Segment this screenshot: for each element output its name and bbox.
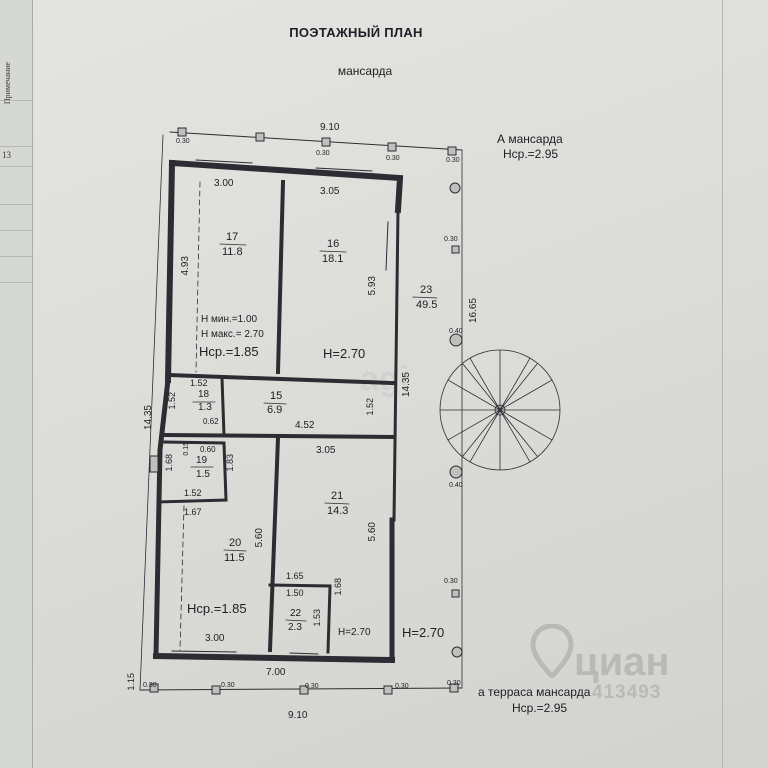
page-title: ПОЭТАЖНЫЙ ПЛАН [289,25,423,40]
dim-left-length: 14.35 [143,405,154,431]
dim-r20-length: 5.60 [254,528,265,548]
dim-door-0-62: 0.62 [203,417,219,426]
dim-r21-width: 3.05 [316,445,336,456]
room-16-height: Н=2.70 [323,346,366,361]
room-15-number: 15 [270,390,283,402]
room-22-number: 22 [290,608,302,619]
dim-r22-length-inner: 1.53 [312,609,322,627]
post-offset-label: 0.30 [176,138,190,145]
dim-door-0-60: 0.60 [200,445,216,454]
room-17-height-max: Н макс.= 2.70 [201,329,264,340]
room-17-height-avg: Нср.=1.85 [199,344,259,359]
terrace-height: Нср.=2.95 [512,701,568,715]
dim-r19-length-left: 1.68 [164,454,174,472]
previous-sheet-edge: Примечание 13 [0,0,33,768]
room-16-area: 18.1 [322,253,344,265]
watermark-listing-id: 413493 [592,682,662,703]
post-offset-label: 0.30 [316,150,330,157]
watermark-brand: циан [574,640,670,684]
dim-offset: 1.15 [126,673,136,691]
post-offset-label: 0.30 [305,683,319,690]
room-15-area: 6.9 [267,404,283,416]
dim-r22-length-right: 1.68 [333,578,343,596]
dim-r21-length: 5.60 [367,522,378,542]
post-offset-label: 0.30 [444,578,458,585]
dim-r19-length-right: 1.83 [225,454,235,472]
dim-r15-length: 1.52 [365,398,375,416]
room-17-number: 17 [226,231,239,243]
attic-label: А мансарда [497,132,563,146]
dim-r16-width: 3.05 [320,186,340,197]
room-23-area: 49.5 [416,299,438,311]
room-20-height-avg: Нср.=1.85 [187,601,247,616]
dim-wall-0-15: 0.15 [183,442,190,456]
room-19-area: 1.5 [196,469,210,480]
dim-r20-bottom: 3.00 [205,633,225,644]
page-subtitle: мансарда [337,64,393,78]
next-sheet-edge [722,0,768,768]
dim-terrace-length: 16.65 [468,298,479,324]
post-offset-label: 0.30 [143,682,157,689]
margin-page-number: 13 [2,150,11,160]
dim-right-length: 14.35 [401,372,412,398]
post-offset-label: 0.30 [395,683,409,690]
room-18-area: 1.3 [198,402,212,413]
room-20-number: 20 [229,537,242,549]
dim-r19-width: 1.52 [184,488,202,498]
dim-r17-width: 3.00 [214,178,234,189]
dim-r20-top: 1.67 [184,507,202,517]
room-22-area: 2.3 [288,622,302,633]
room-16-number: 16 [327,238,340,250]
room-21-number: 21 [331,490,344,502]
post-offset-label: 0.30 [386,155,400,162]
room-23-height: Н=2.70 [402,625,445,640]
dim-r18-width: 1.52 [190,378,208,388]
dim-r15-width: 4.52 [295,420,315,431]
terrace-label: а терраса мансарда [478,685,591,699]
dim-bottom-width: 9.10 [288,710,308,721]
room-17-area: 11.8 [222,246,243,258]
attic-height: Нср.=2.95 [503,147,559,161]
post-offset-label: 0.30 [444,236,458,243]
dim-top-width: 9.10 [320,122,340,133]
room-21-area: 14.3 [327,505,349,517]
post-offset-label: 0.30 [446,157,460,164]
dim-r22-top: 1.65 [286,571,304,581]
room-19-number: 19 [196,455,208,466]
room-20-area: 11.5 [224,552,245,564]
dim-r17-length: 4.93 [180,256,191,276]
room-23-number: 23 [420,284,433,296]
post-offset-label: 0.40 [449,482,463,489]
post-offset-label: 0.30 [221,682,235,689]
post-offset-label: 0.30 [447,680,461,687]
post-offset-label: 0.40 [449,328,463,335]
watermark-faint: agi [360,360,410,398]
dim-r16-length: 5.93 [367,276,378,296]
dim-inner-bottom: 7.00 [266,667,286,678]
dim-r22-width: 1.50 [286,588,304,598]
room-22-height: Н=2.70 [338,627,371,638]
dim-r18-length: 1.52 [167,392,177,410]
room-17-height-min: Н мин.=1.00 [201,314,258,325]
location-pin-icon [530,624,574,678]
room-18-number: 18 [198,389,210,400]
